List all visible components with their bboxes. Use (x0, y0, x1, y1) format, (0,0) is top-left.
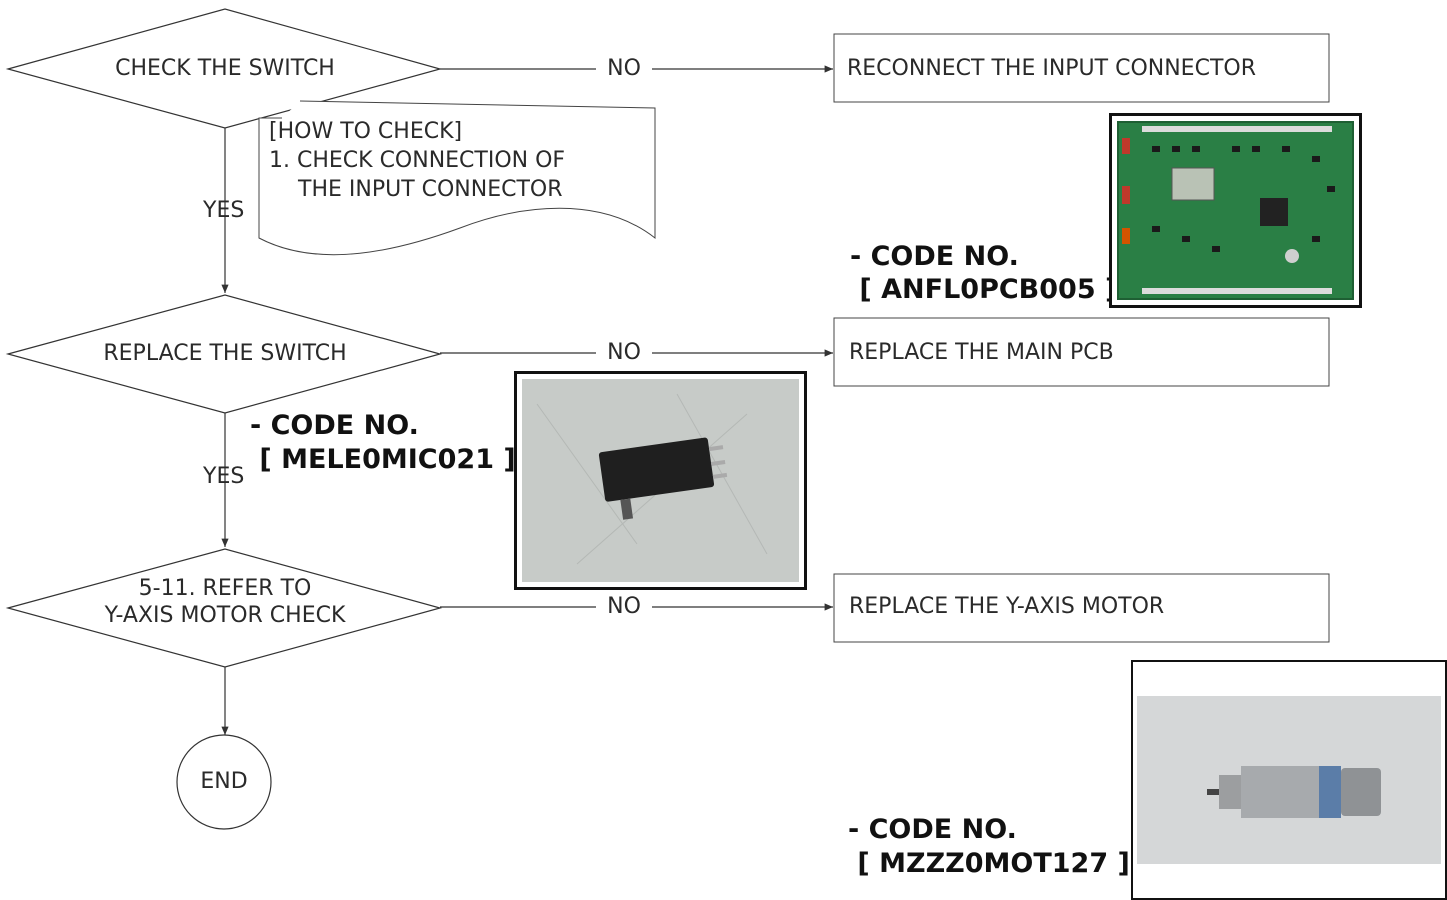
switch-code-number: [ MELE0MIC021 ] (250, 444, 516, 475)
end-label: END (200, 769, 248, 794)
note-line-2: 1. CHECK CONNECTION OF (269, 148, 566, 173)
decision-label-refer-line1: 5-11. REFER TO (138, 576, 312, 601)
no-label-2: NO (607, 340, 641, 365)
yes-label-2: YES (203, 464, 245, 489)
action-label-main-pcb: REPLACE THE MAIN PCB (849, 340, 1114, 365)
switch-image (517, 374, 804, 587)
pcb-code-label: - CODE NO. (850, 241, 1019, 272)
action-label-y-motor: REPLACE THE Y-AXIS MOTOR (849, 594, 1165, 619)
action-box-reconnect (833, 33, 1330, 103)
y-axis-motor-photo (1131, 660, 1447, 900)
motor-code-number: [ MZZZ0MOT127 ] (848, 848, 1130, 879)
no-label-3: NO (607, 594, 641, 619)
decision-label-refer-line2: Y-AXIS MOTOR CHECK (104, 603, 346, 628)
pcb-code-number: [ ANFL0PCB005 ] (850, 274, 1118, 305)
no-label-1: NO (607, 56, 641, 81)
decision-y-axis-motor (5, 548, 443, 668)
action-box-main-pcb (833, 317, 1330, 387)
decision-replace-switch (5, 294, 443, 414)
switch-code-label: - CODE NO. (250, 410, 419, 441)
end-terminator (176, 734, 272, 830)
action-box-y-motor (833, 573, 1330, 643)
main-pcb-photo (1109, 113, 1362, 308)
action-label-reconnect: RECONNECT THE INPUT CONNECTOR (847, 56, 1256, 81)
decision-label-check-switch: CHECK THE SWITCH (115, 56, 335, 81)
decision-label-replace-switch: REPLACE THE SWITCH (103, 341, 347, 366)
motor-code-label: - CODE NO. (848, 814, 1017, 845)
pcb-board-image (1112, 116, 1359, 305)
note-title: [HOW TO CHECK] (269, 119, 463, 144)
note-line-3: THE INPUT CONNECTOR (298, 177, 563, 202)
motor-image (1133, 662, 1445, 898)
yes-label-1: YES (203, 198, 245, 223)
note-document-shape (258, 100, 656, 256)
micro-switch-photo (514, 371, 807, 590)
